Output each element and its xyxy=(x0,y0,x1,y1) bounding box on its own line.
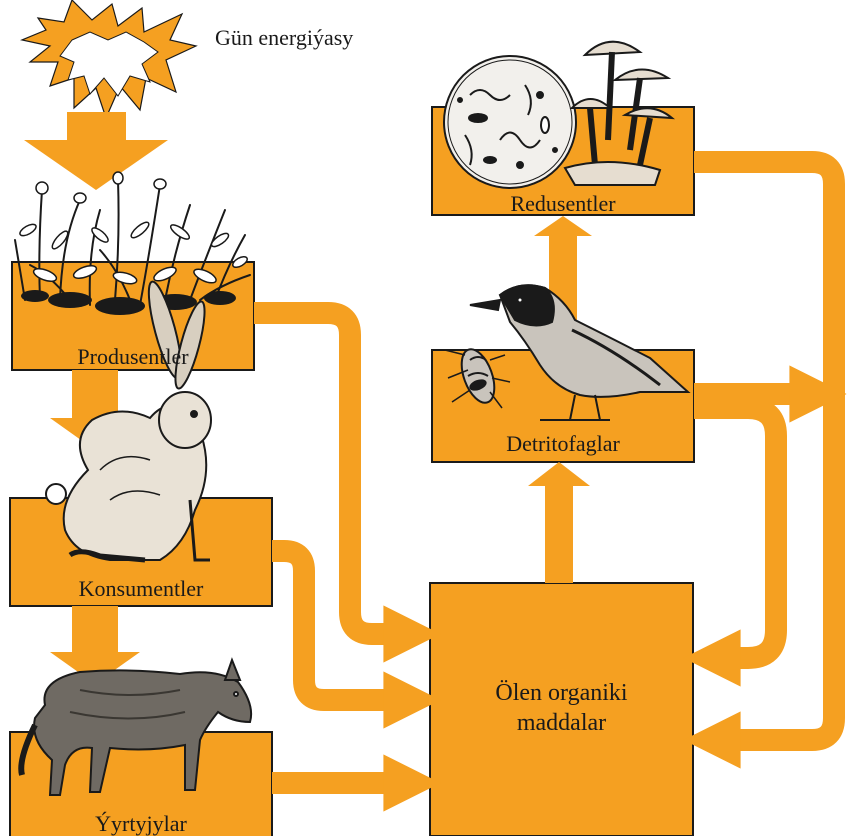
yyrtyjylar-label: Ýyrtyjylar xyxy=(10,811,272,836)
microbes-and-mushrooms-icon xyxy=(444,42,672,188)
sun-energy-arrow xyxy=(24,112,168,190)
redusentler-label: Redusentler xyxy=(432,191,694,217)
detritofaglar-label: Detritofaglar xyxy=(432,431,694,457)
olen-organiki-line1: Ölen organiki xyxy=(430,678,693,708)
sun-icon xyxy=(22,0,196,118)
arrow-detritofaglar-to-olen xyxy=(694,408,776,658)
olen-organiki-maddalar-label: Ölen organiki maddalar xyxy=(430,678,693,738)
konsumentler-label: Konsumentler xyxy=(10,576,272,602)
sun-energy-label: Gün energiýasy xyxy=(215,25,353,51)
arrow-produsentler-to-olen xyxy=(254,313,412,634)
produsentler-label: Produsentler xyxy=(12,344,254,370)
olen-organiki-line2: maddalar xyxy=(430,708,693,738)
arrow-olen-to-detritofaglar xyxy=(528,462,590,583)
